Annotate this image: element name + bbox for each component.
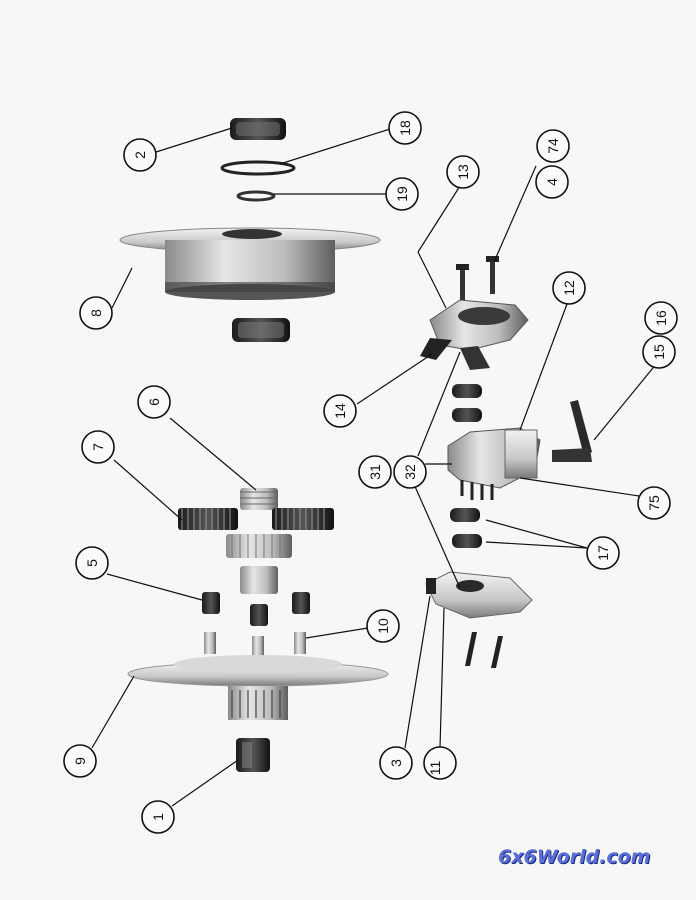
callout-17: 17 [586,536,620,570]
callout-75: 75 [637,486,671,520]
callout-15: 15 [642,335,676,369]
svg-text:75: 75 [646,495,662,511]
part-pins-10 [204,632,306,658]
svg-text:13: 13 [455,164,471,180]
part-drum-gear-8 [119,227,381,300]
svg-text:19: 19 [394,186,410,202]
svg-text:2: 2 [132,151,148,159]
part-housing-13 [420,299,529,370]
part-snap-ring-18 [220,160,296,176]
part-washers [452,384,482,422]
svg-text:12: 12 [561,280,577,296]
callout-32: 32 [393,455,427,489]
callout-14: 14 [323,394,357,428]
part-sun-gear [226,534,292,558]
part-lever-15 [552,400,592,462]
part-needle-bearings-5 [202,592,310,626]
svg-text:3: 3 [388,759,404,767]
svg-text:8: 8 [88,309,104,317]
svg-text:1: 1 [150,813,166,821]
part-seals-17 [450,508,482,548]
callout-18: 18 [388,111,422,145]
part-bolts-4 [456,256,499,302]
svg-text:14: 14 [332,403,348,419]
svg-text:5: 5 [84,559,100,567]
callout-16: 16 [644,301,678,335]
svg-text:74: 74 [545,138,561,154]
callout-1: 1 [141,800,175,834]
svg-text:7: 7 [90,443,106,451]
svg-text:31: 31 [367,464,383,480]
callout-10: 10 [366,609,400,643]
svg-text:15: 15 [651,344,667,360]
part-arm-11 [425,571,533,619]
part-spacer [240,566,278,594]
svg-text:9: 9 [72,757,88,765]
callout-2: 2 [123,138,157,172]
callout-6: 6 [137,385,171,419]
part-bracket-12 [447,427,541,500]
svg-text:17: 17 [595,545,611,561]
part-bearing-lower [232,318,290,342]
callout-4: 4 [535,165,569,199]
svg-text:10: 10 [375,618,391,634]
watermark-logo: 6x6World.com [498,846,651,868]
svg-text:6: 6 [146,398,162,406]
part-bushing-1 [236,738,270,772]
part-gear-6 [240,488,278,510]
part-snap-ring-19 [236,190,276,202]
svg-text:32: 32 [402,464,418,480]
part-carrier-9 [127,655,389,720]
callout-9: 9 [63,744,97,778]
callout-19: 19 [385,177,419,211]
callout-3: 3 [379,746,413,780]
svg-text:11: 11 [427,761,443,776]
callout-8: 8 [79,296,113,330]
svg-text:18: 18 [397,120,413,136]
callout-7: 7 [81,430,115,464]
leader-lines [91,127,658,807]
callout-74: 74 [536,129,570,163]
part-bearing-top [230,118,286,140]
part-gear-7 [178,508,238,530]
callout-31: 31 [358,455,392,489]
part-bolts-lower [465,632,503,668]
svg-text:16: 16 [653,310,669,326]
svg-text:4: 4 [544,178,560,186]
part-gear-7b [272,508,334,530]
callout-5: 5 [75,546,109,580]
callout-11: 11 [423,746,457,780]
callout-12: 12 [552,271,586,305]
callout-13: 13 [446,155,480,189]
